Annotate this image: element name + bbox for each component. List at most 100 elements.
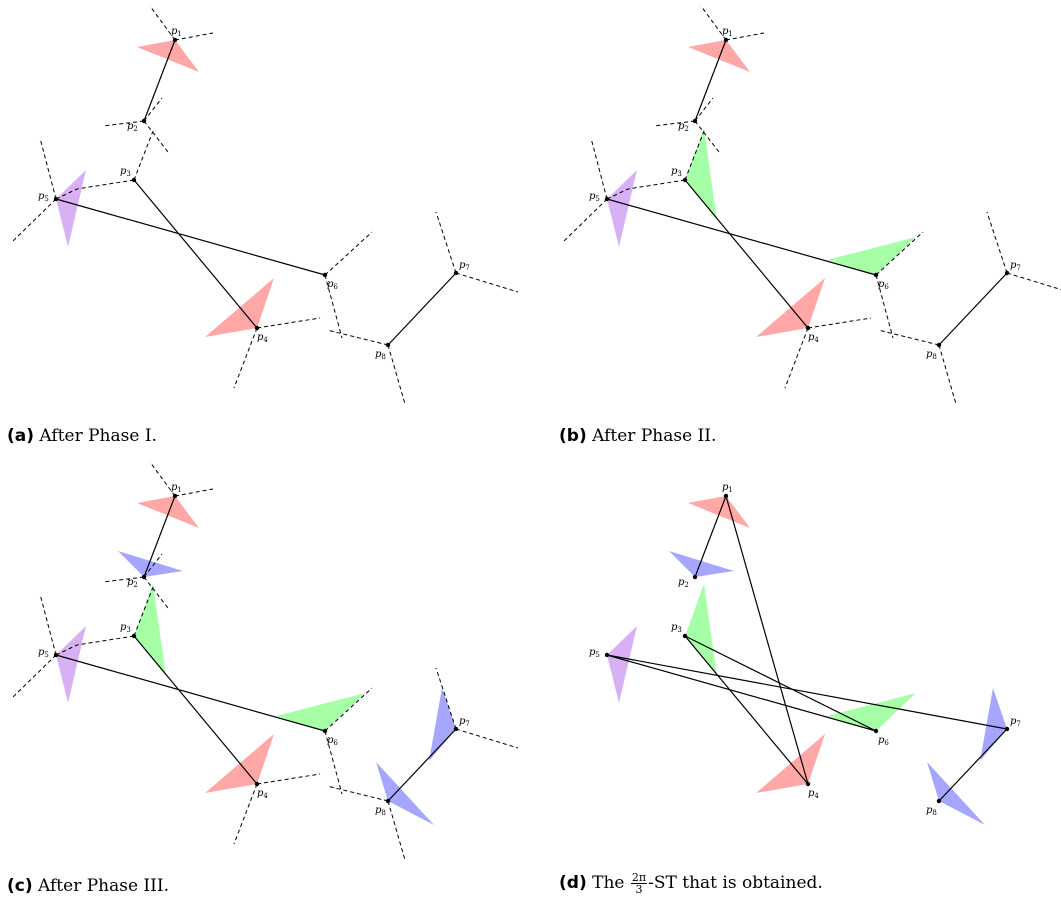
point-label-letter: p — [678, 121, 685, 132]
point-label-p4: p4 — [257, 788, 268, 800]
cone-purple-p5 — [607, 626, 637, 703]
edge-p3-p6 — [684, 635, 877, 732]
caption-d-prefix: The — [592, 873, 625, 893]
point-label-subscript: 5 — [44, 651, 48, 659]
point-label-subscript: 5 — [44, 195, 48, 203]
edge-p5-p6 — [606, 198, 877, 276]
point-label-subscript: 6 — [884, 739, 889, 747]
point-label-p7: p7 — [459, 260, 470, 272]
edge-p1-p2 — [143, 39, 176, 122]
point-p6 — [873, 272, 879, 278]
point-label-p1: p1 — [171, 482, 182, 494]
point-label-subscript: 1 — [728, 30, 732, 38]
cone-blue-p2 — [669, 551, 734, 577]
dashed-ray-p5-1 — [590, 137, 608, 200]
dashed-ray-p6-0 — [875, 231, 924, 276]
point-label-p7: p7 — [459, 716, 470, 728]
cone-purple-p5 — [56, 170, 86, 247]
cone-green-p3 — [134, 584, 166, 676]
dashed-ray-p4-1 — [807, 317, 872, 329]
point-p8 — [936, 342, 942, 348]
dashed-ray-p6-0 — [324, 231, 373, 276]
edge-p7-p8 — [938, 272, 1008, 346]
point-label-p6: p6 — [878, 279, 889, 291]
point-label-subscript: 1 — [177, 486, 181, 494]
dashed-ray-p4-0 — [784, 327, 809, 389]
point-label-letter: p — [589, 647, 596, 658]
edge-p5-p6 — [55, 198, 326, 276]
point-label-p5: p5 — [589, 191, 600, 203]
point-label-subscript: 7 — [1016, 720, 1020, 728]
point-label-letter: p — [808, 788, 815, 799]
point-label-letter: p — [327, 279, 334, 290]
dashed-ray-p8-0 — [877, 329, 940, 346]
dashed-ray-p1-0 — [700, 5, 727, 41]
dashed-ray-p3-0 — [627, 179, 686, 190]
dashed-ray-p3-1 — [684, 130, 705, 181]
cone-purple-p5 — [56, 626, 86, 703]
edge-p7-p8 — [387, 272, 457, 346]
dashed-ray-p6-0 — [324, 687, 373, 732]
point-label-p7: p7 — [1010, 260, 1021, 272]
point-label-p2: p2 — [127, 121, 138, 133]
point-p2 — [692, 118, 698, 124]
dashed-ray-p3-1 — [133, 130, 154, 181]
dashed-ray-p5-2 — [55, 644, 78, 656]
point-label-p6: p6 — [327, 279, 338, 291]
point-label-subscript: 3 — [677, 626, 681, 634]
cone-blue-p8 — [927, 762, 985, 825]
point-label-letter: p — [722, 482, 729, 493]
cone-red-p1 — [137, 40, 199, 72]
point-label-letter: p — [671, 622, 678, 633]
dashed-ray-p5-0 — [11, 198, 57, 243]
dashed-ray-p4-1 — [256, 317, 321, 329]
cone-green-p6 — [276, 693, 365, 731]
caption-b: (b) After Phase II. — [559, 426, 716, 446]
point-label-subscript: 8 — [381, 809, 385, 817]
dashed-ray-p6-1 — [324, 730, 343, 795]
point-label-subscript: 7 — [1016, 264, 1020, 272]
point-label-p6: p6 — [878, 735, 889, 747]
caption-c: (c) After Phase III. — [7, 876, 169, 896]
point-label-subscript: 6 — [884, 283, 889, 291]
dashed-ray-p7-1 — [455, 728, 519, 749]
dashed-ray-p3-0 — [76, 179, 135, 190]
point-label-subscript: 4 — [814, 336, 819, 344]
point-label-subscript: 6 — [333, 739, 338, 747]
point-label-letter: p — [375, 349, 382, 360]
dashed-ray-p5-1 — [39, 593, 57, 656]
dashed-ray-p5-2 — [606, 188, 629, 200]
point-label-subscript: 5 — [595, 651, 599, 659]
dashed-ray-p2-2 — [143, 553, 163, 578]
cone-green-p6 — [827, 693, 916, 731]
point-p3 — [682, 177, 688, 183]
edge-p3-p4 — [684, 179, 809, 329]
point-label-subscript: 2 — [133, 125, 137, 133]
point-label-subscript: 4 — [263, 336, 268, 344]
point-p1 — [723, 37, 729, 43]
point-p3 — [131, 633, 137, 639]
point-label-subscript: 5 — [595, 195, 599, 203]
point-p5 — [604, 652, 610, 658]
point-label-letter: p — [120, 166, 127, 177]
edge-p5-p6 — [55, 654, 326, 732]
point-p7 — [1004, 726, 1010, 732]
dashed-ray-p1-0 — [149, 461, 176, 497]
point-label-p2: p2 — [678, 577, 689, 589]
point-label-p1: p1 — [722, 482, 733, 494]
dashed-ray-p3-0 — [76, 635, 135, 646]
caption-d-tag: (d) — [559, 873, 587, 893]
dashed-ray-p7-0 — [435, 211, 457, 274]
caption-b-text: After Phase II. — [592, 426, 717, 446]
point-label-subscript: 1 — [177, 30, 181, 38]
dashed-ray-p5-2 — [55, 188, 78, 200]
point-label-p6: p6 — [327, 735, 338, 747]
point-label-letter: p — [878, 279, 885, 290]
point-label-letter: p — [926, 349, 933, 360]
dashed-ray-p7-1 — [455, 272, 519, 293]
point-label-letter: p — [171, 482, 178, 493]
point-label-letter: p — [589, 191, 596, 202]
